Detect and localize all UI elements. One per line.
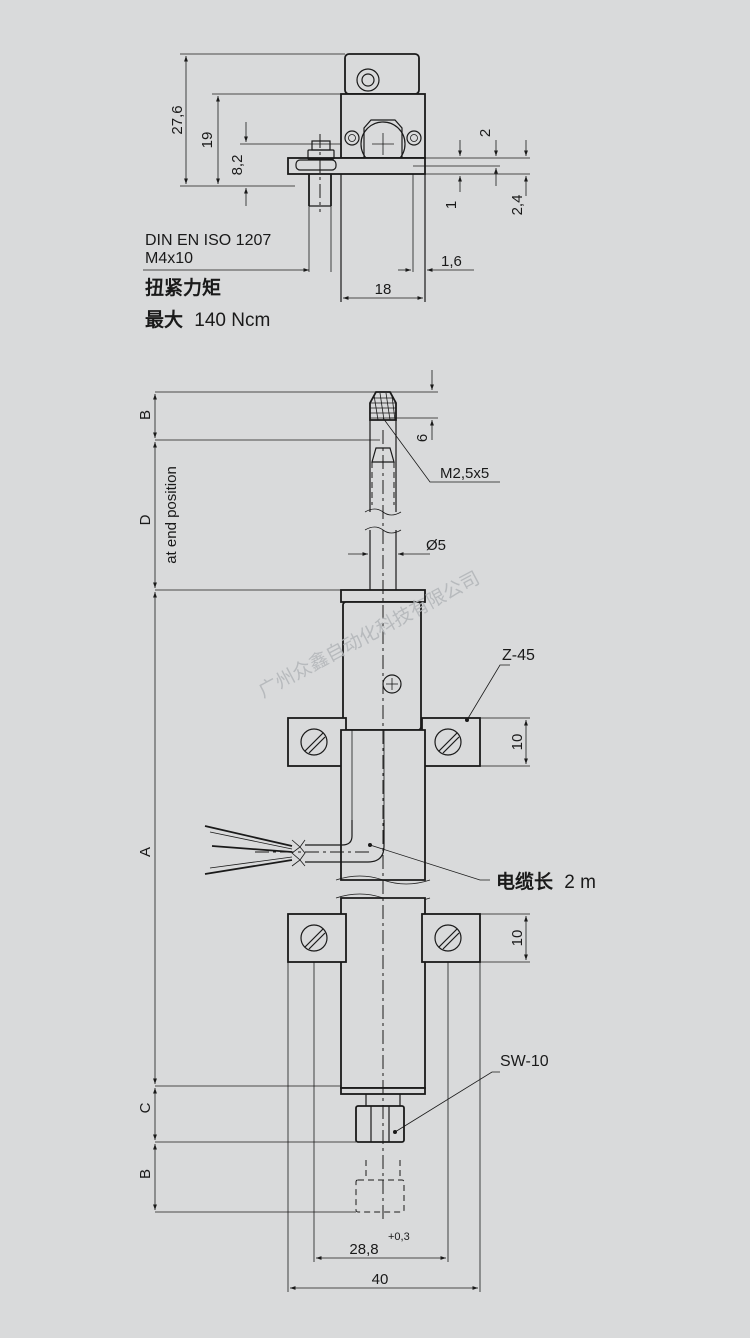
clamp-z45-bottom xyxy=(287,913,481,963)
clamp-label: Z-45 xyxy=(502,647,535,664)
dim-a: A xyxy=(137,847,154,857)
dim-c: C xyxy=(137,1102,154,1113)
torque-value: 140 Ncm xyxy=(194,310,270,331)
dim-6: 6 xyxy=(414,434,431,442)
dim-10-top: 10 xyxy=(509,734,526,751)
dim-28-8: 28,8 xyxy=(349,1241,378,1258)
dim-2: 2 xyxy=(477,129,494,137)
dim-8-2: 8,2 xyxy=(229,155,246,176)
torque-label: 扭紧力矩 xyxy=(145,276,221,299)
head-block xyxy=(344,53,420,95)
svg-text:电缆长 2 m: 电缆长 2 m xyxy=(496,870,596,893)
swivel-sw10 xyxy=(355,1105,405,1143)
dim-40: 40 xyxy=(372,1271,389,1288)
screw-spec-line2: M4x10 xyxy=(145,250,193,267)
torque-max-label: 最大 xyxy=(145,308,183,331)
dim-19: 19 xyxy=(199,132,216,149)
swivel-label: SW-10 xyxy=(500,1053,549,1070)
dim-1-6: 1,6 xyxy=(441,253,462,270)
cable-length-value: 2 m xyxy=(564,872,596,893)
cable-wires xyxy=(204,825,293,875)
cable xyxy=(305,820,353,846)
dim-27-6: 27,6 xyxy=(169,105,186,134)
top-view: 27,6 19 8,2 2 1 2,4 1,6 18 DIN EN ISO 12… xyxy=(143,53,530,331)
dia-label: Ø5 xyxy=(426,537,446,554)
head-bore xyxy=(356,68,380,92)
svg-text:最大 140 Ncm: 最大 140 Ncm xyxy=(145,308,270,331)
screw-spec-line1: DIN EN ISO 1207 xyxy=(145,232,271,249)
dim-1: 1 xyxy=(443,201,460,209)
clamp-z45-top xyxy=(287,717,481,767)
dim-b-bottom: B xyxy=(137,1169,154,1179)
side-view: B D at end position A C B 6 M2,5x5 Ø5 Z-… xyxy=(137,370,596,1292)
screw-right-icon xyxy=(406,130,422,146)
screw-left-icon xyxy=(344,130,360,146)
thread-label: M2,5x5 xyxy=(440,465,489,482)
dim-b-top: B xyxy=(137,410,154,420)
dim-18: 18 xyxy=(375,281,392,298)
dim-10-bottom: 10 xyxy=(509,930,526,947)
dim-d: D xyxy=(137,514,154,525)
dim-tolerance: +0,3 xyxy=(388,1231,410,1243)
dim-2-4: 2,4 xyxy=(509,195,526,216)
dim-d-note: at end position xyxy=(163,466,180,564)
cable-length-label: 电缆长 xyxy=(496,870,554,893)
